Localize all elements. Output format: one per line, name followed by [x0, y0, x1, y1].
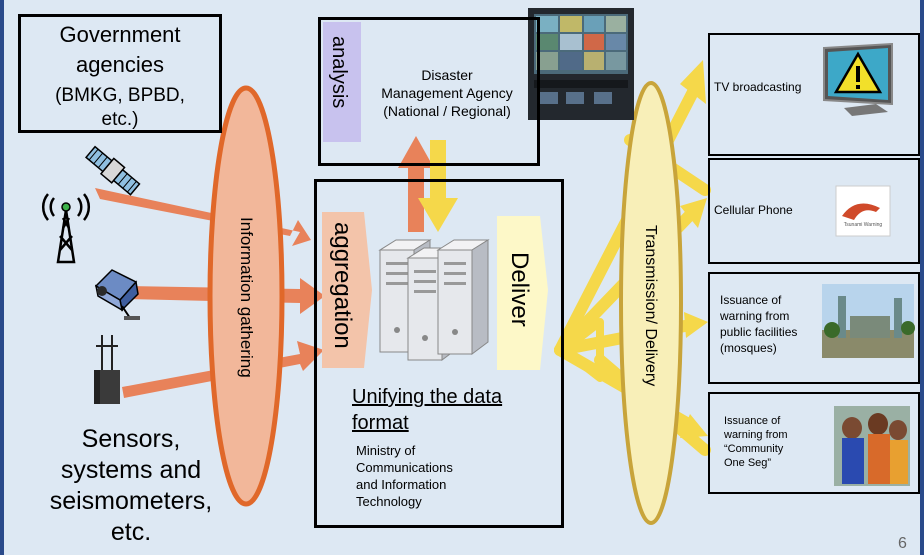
sensors-line-1: Sensors,	[81, 425, 181, 453]
government-agencies-examples: (BMKG, BPBD, etc.)	[18, 84, 222, 132]
arrowhead-tv	[680, 60, 706, 104]
mosque-photo	[822, 284, 915, 358]
satellite-icon	[84, 145, 141, 196]
government-line-1: Government	[59, 22, 181, 47]
unify-line-1: Unifying the data	[352, 386, 503, 408]
arrowhead-cell	[680, 198, 707, 228]
mosque-line-4: (mosques)	[720, 341, 777, 355]
mosque-line-2: warning from	[720, 309, 790, 323]
unify-line-2: format	[352, 412, 409, 434]
oneseg-line-4: One Seg”	[724, 457, 772, 469]
output-arrowheads	[680, 60, 708, 438]
arrow-from-antenna	[95, 188, 311, 246]
ministry-line-1: Ministry of	[356, 443, 416, 458]
agency-line-3: (National / Regional)	[383, 103, 511, 119]
transmission-delivery-label: Transmission/ Delivery	[642, 225, 659, 387]
ministry-box	[314, 179, 564, 528]
ministry-line-2: Communications	[356, 460, 453, 475]
information-gathering-ellipse	[207, 85, 285, 507]
aggregation-label: aggregation	[329, 222, 356, 349]
mosque-warning-box	[708, 272, 920, 384]
sensors-line-4: etc.	[110, 518, 152, 546]
government-agencies-label: Government agencies	[18, 20, 222, 80]
community-photo	[834, 406, 910, 486]
oneseg-line-3: “Community	[724, 443, 784, 455]
page-number: 6	[898, 535, 907, 552]
cellular-phone-box	[708, 158, 920, 264]
cellular-phone-label: Cellular Phone	[714, 203, 793, 217]
control-room-photo	[528, 8, 634, 120]
unifying-data-format-label: Unifying the data format	[352, 384, 552, 436]
disaster-agency-box	[318, 17, 540, 166]
oneseg-line-1: Issuance of	[724, 415, 781, 427]
seismometer-icon	[94, 335, 120, 404]
svg-text:Tsunami Warning: Tsunami Warning	[844, 222, 883, 228]
sensors-line-3: seismometers,	[49, 487, 213, 515]
one-seg-warning-box	[708, 392, 920, 494]
sensors-label: Sensors, systems and seismometers, etc.	[36, 424, 226, 548]
antenna-tower-icon	[41, 193, 91, 264]
mosque-warning-label: Issuance of warning from public faciliti…	[720, 292, 797, 356]
mosque-line-3: public facilities	[720, 325, 798, 339]
ministry-label: Ministry of Communications and Informati…	[356, 442, 556, 510]
government-agencies-box	[18, 14, 222, 133]
arrow-up-to-agency	[398, 136, 434, 232]
government-line-2: agencies	[75, 52, 165, 77]
transmission-delivery-ellipse	[619, 81, 683, 525]
arrowhead-oneseg	[680, 414, 708, 438]
agency-line-1: Disaster	[421, 67, 473, 83]
tv-broadcasting-box	[708, 33, 920, 156]
camera-icon	[94, 269, 140, 320]
arrow-down-to-server	[418, 140, 458, 232]
one-seg-warning-label: Issuance of warning from “Community One …	[724, 414, 788, 470]
oneseg-line-2: warning from	[724, 429, 788, 441]
arrowhead-mosque	[684, 312, 708, 338]
sensors-line-2: systems and	[60, 456, 202, 484]
right-border	[920, 0, 924, 555]
phone-screen-icon: Tsunami Warning	[835, 185, 891, 237]
tv-icon	[823, 42, 893, 116]
government-line-4: etc.)	[101, 109, 139, 130]
ministry-line-3: and Information	[356, 477, 447, 492]
ministry-line-4: Technology	[356, 494, 422, 509]
analysis-panel	[323, 22, 361, 142]
arrow-into-deliver	[560, 318, 604, 382]
disaster-agency-label: Disaster Management Agency (National / R…	[364, 66, 530, 120]
server-icon	[378, 239, 490, 361]
agency-line-2: Management Agency	[381, 85, 513, 101]
aggregation-chevron	[322, 212, 372, 368]
analysis-label: analysis	[328, 36, 350, 109]
tv-broadcasting-label: TV broadcasting	[714, 80, 802, 94]
deliver-chevron	[497, 216, 548, 370]
deliver-label: Deliver	[506, 252, 533, 327]
left-border	[0, 0, 4, 555]
information-gathering-label: Information gathering	[237, 216, 256, 378]
mosque-line-1: Issuance of	[720, 293, 782, 307]
government-line-3: (BMKG, BPBD,	[55, 85, 185, 106]
